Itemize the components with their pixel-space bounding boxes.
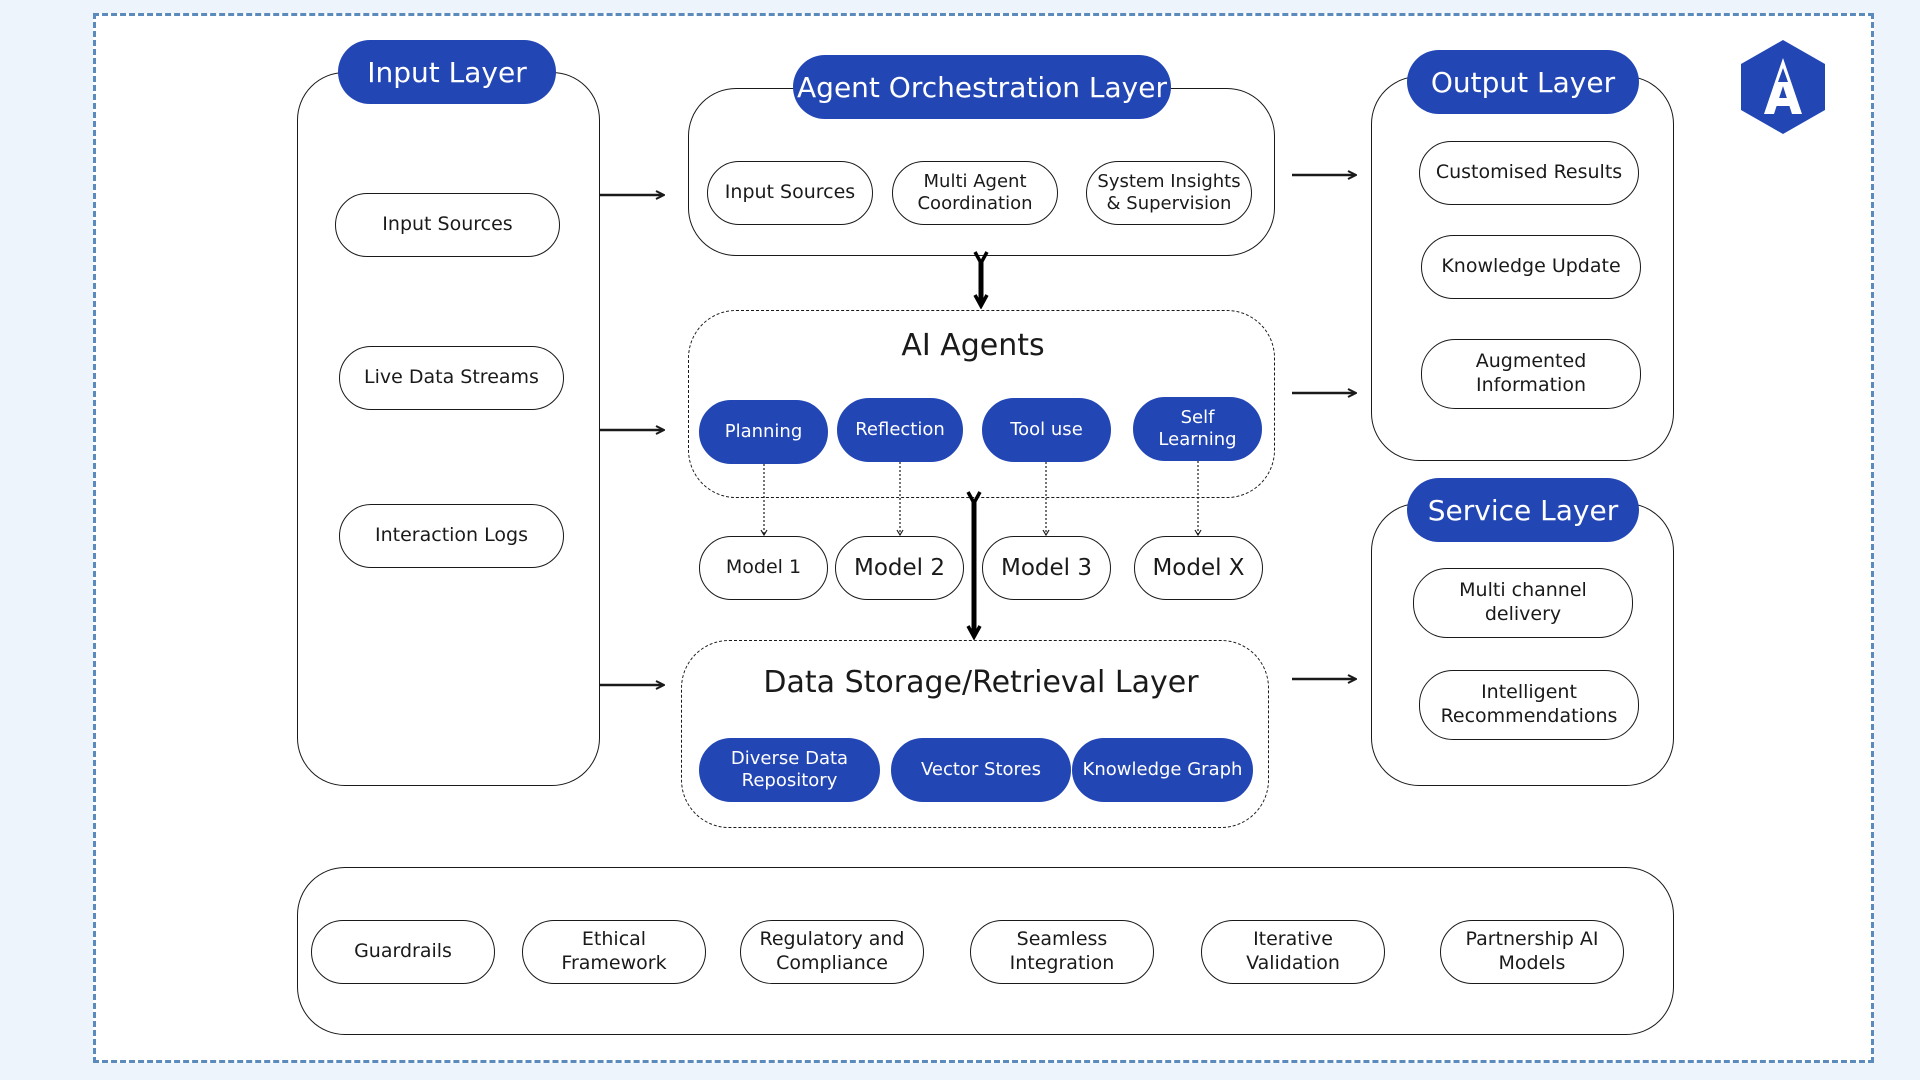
ai-agents-title: AI Agents [901,328,1045,363]
capability-planning: Planning [699,400,828,464]
brand-a-logo-icon [1741,40,1825,134]
input-layer-box [297,72,600,786]
orchestration-item-system-insights: System Insights & Supervision [1086,161,1252,225]
foundation-seamless-integration: Seamless Integration [970,920,1154,984]
foundation-iterative-validation: Iterative Validation [1201,920,1385,984]
input-item-live-data-streams: Live Data Streams [339,346,564,410]
data-storage-layer-title: Data Storage/Retrieval Layer [763,665,1199,700]
service-layer-title: Service Layer [1407,478,1639,542]
input-item-input-sources: Input Sources [335,193,560,257]
output-item-knowledge-update: Knowledge Update [1421,235,1641,299]
foundation-partnership-ai-models: Partnership AI Models [1440,920,1624,984]
input-layer-title: Input Layer [338,40,556,104]
model-2: Model 2 [835,536,964,600]
capability-self-learning: Self Learning [1133,397,1262,461]
service-item-multi-channel-delivery: Multi channel delivery [1413,568,1633,638]
output-item-customised-results: Customised Results [1419,141,1639,205]
model-x: Model X [1134,536,1263,600]
capability-tool-use: Tool use [982,398,1111,462]
storage-knowledge-graph: Knowledge Graph [1072,738,1253,802]
foundation-ethical-framework: Ethical Framework [522,920,706,984]
output-item-augmented-information: Augmented Information [1421,339,1641,409]
model-3: Model 3 [982,536,1111,600]
storage-vector-stores: Vector Stores [891,738,1071,802]
orchestration-layer-title: Agent Orchestration Layer [793,55,1171,119]
service-item-intelligent-recommendations: Intelligent Recommendations [1419,670,1639,740]
orchestration-item-input-sources: Input Sources [707,161,873,225]
output-layer-title: Output Layer [1407,50,1639,114]
orchestration-item-multi-agent-coordination: Multi Agent Coordination [892,161,1058,225]
input-item-interaction-logs: Interaction Logs [339,504,564,568]
foundation-regulatory-compliance: Regulatory and Compliance [740,920,924,984]
storage-diverse-data-repository: Diverse Data Repository [699,738,880,802]
foundation-guardrails: Guardrails [311,920,495,984]
model-1: Model 1 [699,536,828,600]
capability-reflection: Reflection [837,398,963,462]
